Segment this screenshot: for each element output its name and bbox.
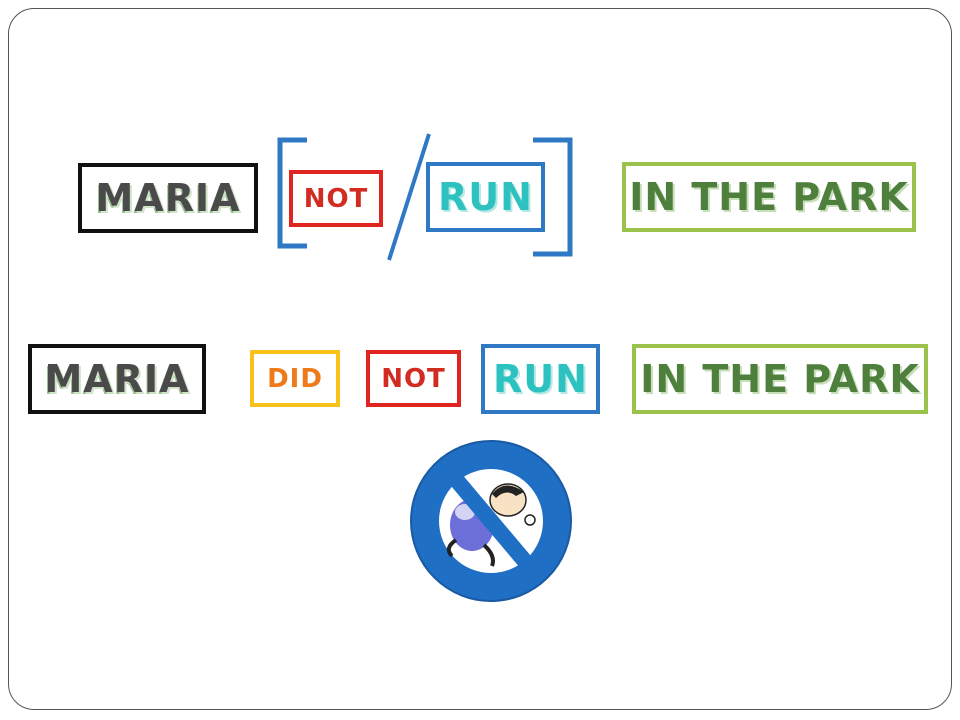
left-bracket [277, 137, 307, 249]
slash-line [387, 133, 431, 261]
row2-place-text: IN THE PARK [640, 357, 920, 401]
row1-negation-text: NOT [303, 183, 369, 214]
row1-negation-box: NOT [289, 170, 383, 227]
right-bracket [533, 137, 573, 257]
row2-subject-text: MARIA [44, 357, 190, 401]
row2-verb-box: RUN [481, 344, 600, 414]
row2-place-box: IN THE PARK [632, 344, 928, 414]
row1-place-box: IN THE PARK [622, 162, 916, 232]
row1-place-text: IN THE PARK [629, 175, 909, 219]
row1-subject-text: MARIA [95, 176, 241, 220]
row1-verb-box: RUN [426, 162, 545, 232]
row2-auxiliary-box: DID [250, 350, 340, 407]
row2-negation-text: NOT [381, 363, 446, 394]
row1-verb-text: RUN [438, 175, 533, 219]
row2-negation-box: NOT [366, 350, 461, 407]
row2-auxiliary-text: DID [267, 363, 323, 394]
row1-subject-box: MARIA [78, 163, 258, 233]
row2-subject-box: MARIA [28, 344, 206, 414]
row2-verb-text: RUN [493, 357, 588, 401]
